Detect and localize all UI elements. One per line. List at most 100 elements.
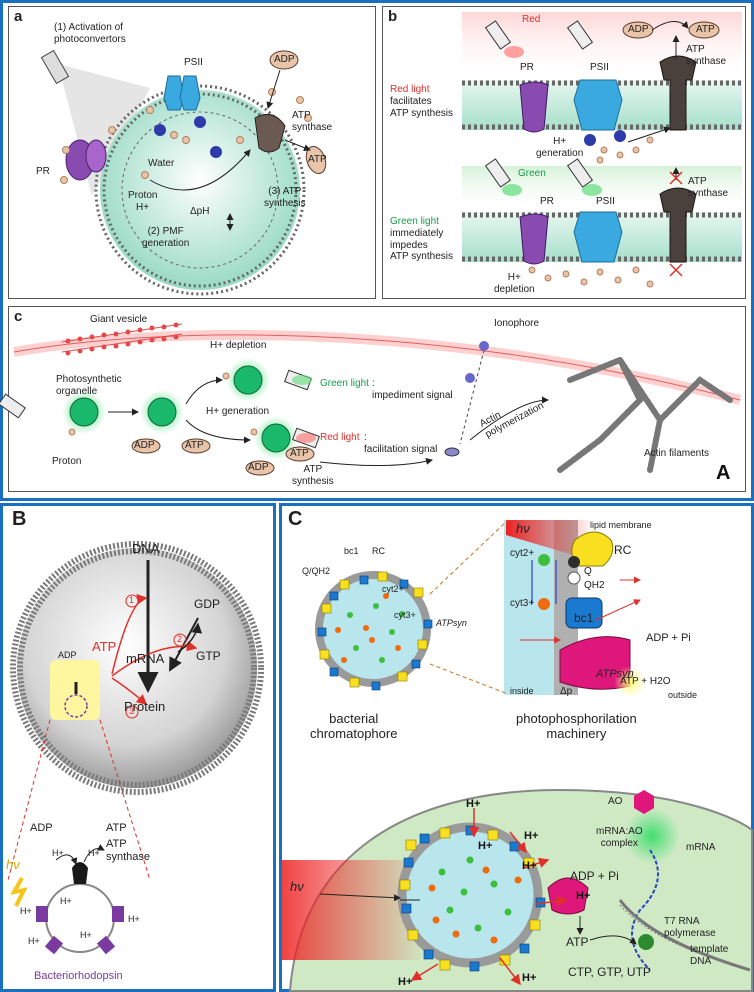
c-hv-top-label: hν [516,521,530,536]
c-bacterial-label: bacterial chromatophore [310,711,398,741]
c-hplus-6: H+ [398,976,413,988]
b-protein-label: Protein [124,699,166,714]
c-hplus-5: H+ [576,890,591,902]
b-mrna-label: mRNA [126,651,165,666]
b-h-depletion-label: H+ depletion [494,272,535,295]
b-red-light-label: Red light [390,84,430,95]
c-t7-label: T7 RNA polymerase [664,916,716,939]
c-outside-label: outside [668,690,698,700]
b-atp-synthase-label: ATP synthase [106,838,151,863]
b-pr2-label: PR [540,196,554,207]
c-photophos-label: photophosphorilation machinery [516,711,637,741]
b-step2: 2 [177,634,183,644]
panel-C-letter: C [288,508,303,530]
c-adp-pi-label: ADP + Pi [646,632,691,644]
b-green-light-label: Green light [390,216,439,227]
c-rc-label: RC [372,546,385,556]
b-hplus-2: H+ [88,848,100,858]
b-step3: 3 [129,706,135,716]
c-hplus-1: H+ [466,798,481,810]
b-hplus-7: H+ [80,930,92,940]
sub-c-letter: c [14,308,23,325]
c-cyt3b-label: cyt3+ [510,598,535,609]
a-adp-label: ADP [274,54,295,65]
c-hplus-3: H+ [524,830,539,842]
c-hplus-7: H+ [522,972,537,984]
a-activation-label: (1) Activation of photoconvertors [54,22,126,45]
c-impediment-label: : impediment signal [372,378,453,401]
c-red-light-label: Red light [320,432,360,443]
b-atp-low-label: ATP [106,822,127,834]
c-photosynthetic-label: Photosynthetic organelle [56,374,122,397]
c-h-generation-label: H+ generation [206,406,270,417]
c-adp2-label: ADP [248,462,269,473]
panel-B-letter: B [12,508,27,530]
c-inside-label: inside [510,686,534,696]
b-red-label: Red [522,14,541,25]
b-adp-low-label: ADP [30,822,53,834]
c-adp-pi-low-label: ADP + Pi [570,869,619,883]
b-step1: 1 [129,595,135,605]
c-facilitation-label: : facilitation signal [364,432,438,455]
c-atp-label: ATP [185,440,204,451]
panel-B-art [7,541,264,955]
b-atp-synthase-label: ATP synthase [686,44,727,67]
b-pr-label: PR [520,62,534,73]
a-atp-synthesis-label: (3) ATP synthesis [264,186,306,209]
chromatophore-proteins [317,571,637,986]
panel-A-frame [0,0,754,501]
c-green-light-label: Green light [320,378,369,389]
c-giant-vesicle-label: Giant vesicle [90,314,148,325]
b-adp-label: ADP [628,24,649,35]
c-atp-low-label: ATP [566,935,589,949]
a-atp-label: ATP [308,154,327,165]
panel-B-frame [0,503,276,992]
c-hv-low-label: hν [290,879,304,894]
c-adp-label: ADP [134,440,155,451]
c-bc1b-label: bc1 [574,611,594,625]
a-dph-label: ΔpH [190,206,210,217]
subpanel-a-frame [8,6,376,299]
b-psii2-label: PSII [596,196,615,207]
b-dna-label: DNA [132,541,160,556]
c-atpsyn-label: ATPsyn [436,618,467,628]
b-bacteriorhodopsin-label: Bacteriorhodopsin [34,970,123,982]
c-qh2-label: QH2 [584,580,605,591]
c-template-label: template DNA [690,944,729,967]
a-pmf-label: (2) PMF generation [142,226,190,249]
c-h-depletion-label: H+ depletion [210,340,267,351]
b-hplus-4: H+ [60,896,72,906]
b-hplus-3: H+ [20,906,32,916]
a-atp-synthase-label: ATP synthase [292,110,333,133]
c-q-label: Q [584,566,592,577]
subpanel-b-frame [382,6,746,299]
c-cyt3-label: cyt3+ [394,610,416,620]
c-rc2-label: RC [614,543,632,557]
b-atp-synthase2-label: ATP synthase [688,176,729,199]
c-hplus-4: H+ [522,860,537,872]
b-hplus-1: H+ [52,848,64,858]
sub-c-art [0,322,742,476]
sub-a-letter: a [14,8,23,25]
c-mrna-ao-label: mRNA:AO complex [596,826,643,849]
c-hplus-2: H+ [478,840,493,852]
c-dp-label: Δp [560,686,573,697]
b-atp-label: ATP [92,639,117,654]
c-atp2-label: ATP [290,448,309,459]
c-lipid-membrane-label: lipid membrane [590,520,652,530]
a-hplus-label: H+ [136,202,150,213]
c-atp-h2o-label: ATP + H2O [620,676,671,687]
b-hv-label: hν [6,857,20,872]
c-qqh2-label: Q/QH2 [302,566,331,576]
c-ionophore-label: Ionophore [494,318,540,329]
a-pr-label: PR [36,166,50,177]
c-atpsyn2-label: ATPsyn [596,668,634,680]
b-adp-small-label: ADP [58,650,77,660]
b-atp-label: ATP [696,24,715,35]
c-proton-label: Proton [52,456,82,467]
sub-b-art [462,12,742,288]
b-green-light-desc: immediately impedes ATP synthesis [390,228,453,262]
b-red-light-desc: facilitates ATP synthesis [390,96,453,119]
b-psii-label: PSII [590,62,609,73]
